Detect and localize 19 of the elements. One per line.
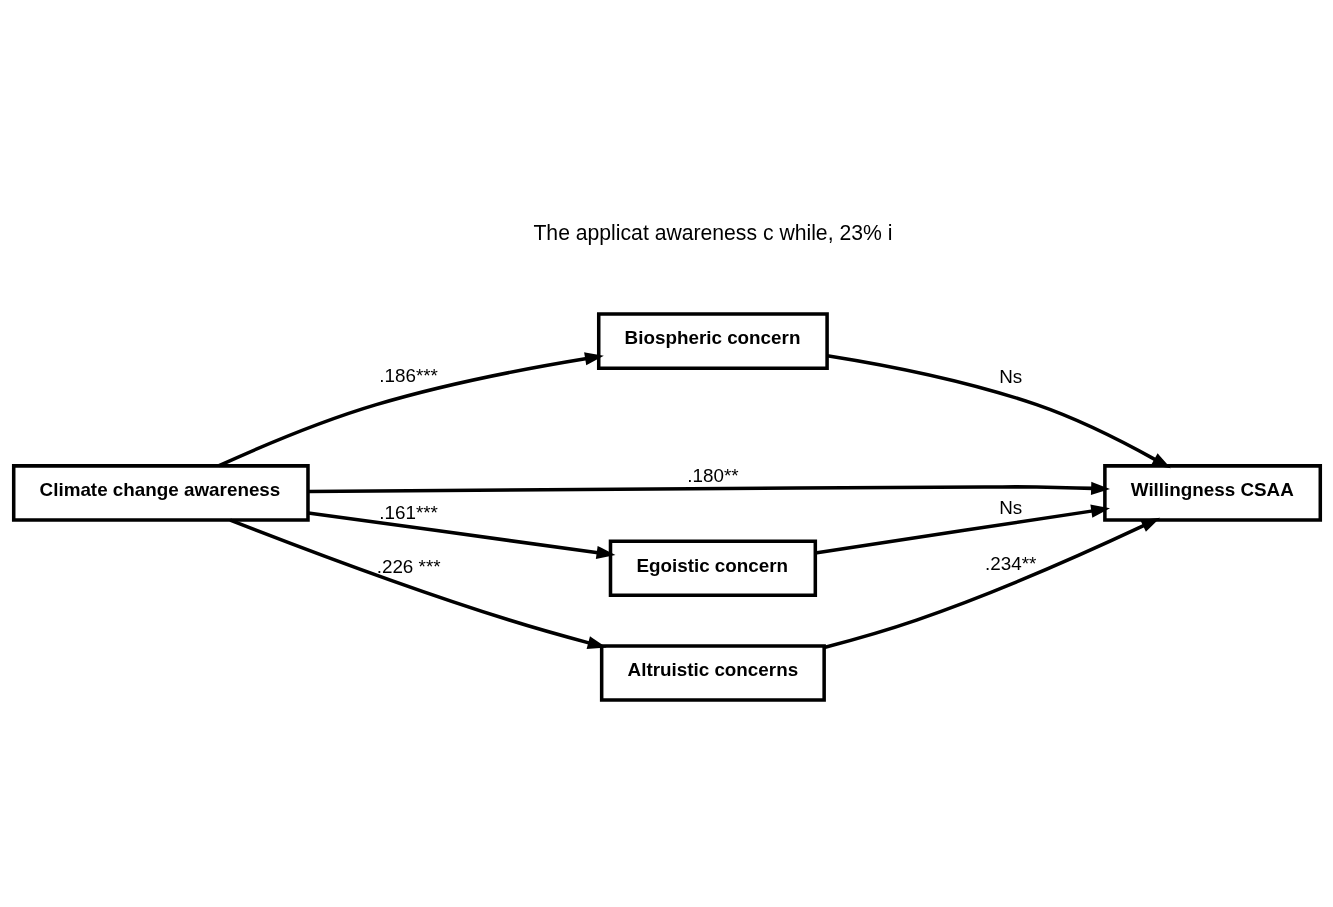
- node-box: Willingness CSAA: [1102, 464, 1322, 522]
- label: The applicat awareness c while, 23% i: [532, 221, 892, 245]
- edge-label: .226 ***: [376, 555, 441, 577]
- node-box: Biospheric concern: [596, 312, 829, 370]
- arrow: [823, 517, 1160, 650]
- arrow: [826, 353, 1171, 469]
- edge-label: Ns: [998, 496, 1022, 518]
- edge-label: .234**: [984, 553, 1036, 575]
- arrow: [307, 481, 1110, 495]
- edge-label: .161***: [378, 501, 438, 523]
- edge-label: .180**: [686, 465, 739, 487]
- arrow: [814, 504, 1110, 555]
- node-box: Egoistic concern: [608, 539, 817, 598]
- arrow: [229, 518, 607, 650]
- arrow: [307, 511, 615, 560]
- edge-label: Ns: [998, 366, 1022, 388]
- node-box: Altruistic concerns: [599, 644, 826, 702]
- node-box: Climate change awareness: [11, 464, 310, 522]
- edge-label: .186***: [378, 365, 438, 387]
